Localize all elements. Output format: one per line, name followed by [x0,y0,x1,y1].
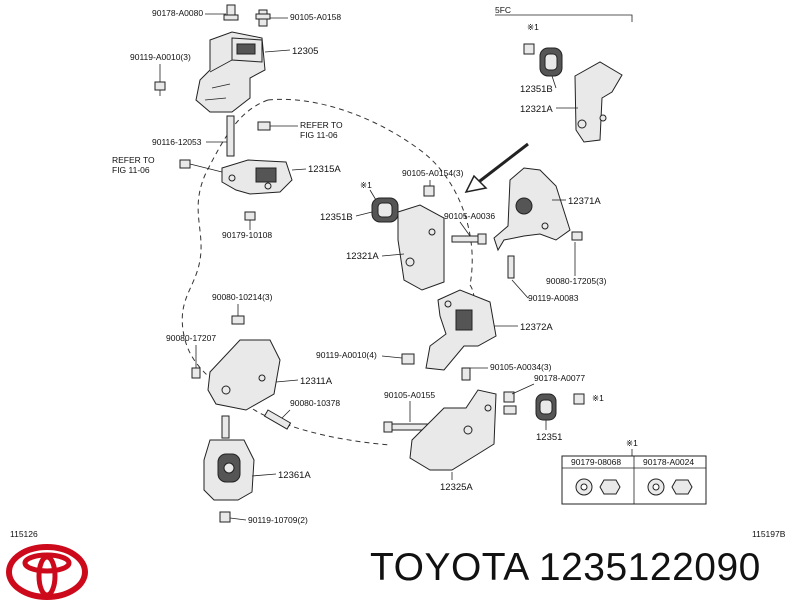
asterisk-marker: ※1 [527,22,539,32]
bolt-icon [503,405,517,415]
part-label: 90105-A0155 [384,390,435,400]
engine-outline [181,98,475,446]
diagram-code-left: 115126 [10,529,38,539]
bracket-12321A [397,204,445,291]
table-marker: ※1 [626,438,638,448]
part-label: 12372A [520,322,553,333]
part-label: 12321A [346,251,379,262]
part-label: 12351B [520,84,553,95]
asterisk-marker: ※1 [592,393,604,403]
mount-12372A [425,289,497,371]
nut-icon [671,479,693,495]
bolt-icon [179,159,223,173]
bolt-icon [154,81,166,96]
part-label: 90178-A0080 [152,8,203,18]
part-label: 90080-10214(3) [212,292,273,302]
engine-mount-12305 [195,31,266,113]
part-label: 90105-A0158 [290,12,341,22]
bolt-icon [226,115,235,157]
part-label: 12371A [568,196,601,207]
bolt-icon [571,231,583,241]
part-label: 12311A [300,376,333,387]
part-label: 90119-10709(2) [248,515,308,525]
nut-icon [599,479,621,495]
part-label: 90116-12053 [152,137,202,147]
bolt-icon [461,367,471,381]
bushing-12351B [371,197,399,223]
part-label: 90105-A0154(3) [402,168,464,178]
part-label: 90080-10378 [290,398,340,408]
brand-part-number: TOYOTA 1235122090 [370,546,761,589]
part-label: 12361A [278,470,311,481]
bracket-12315A [221,159,293,195]
mount-12361A [203,439,255,501]
mount-12371A [493,167,571,252]
part-label: 12305 [292,46,318,57]
part-label: 90105-A0034(3) [490,362,552,372]
bolt-icon [221,415,230,439]
bracket-12311A [207,339,281,411]
bolt-icon [257,121,298,131]
part-label: REFER TO [300,120,343,130]
asterisk-marker: ※1 [360,180,372,190]
part-label: 12351 [536,432,562,443]
part-label: 12315A [308,164,341,175]
bolt-icon [423,185,435,197]
nut-icon [503,391,515,403]
washer-icon [647,478,665,496]
part-label: FIG 11-06 [112,165,150,175]
bushing-12351 [535,393,557,421]
part-label: 90105-A0036 [444,211,495,221]
arrow-icon [464,142,529,194]
bolt-icon [573,393,585,405]
part-label: 12321A [520,104,553,115]
variant-bracket [495,14,633,22]
nut-icon [401,353,415,365]
bolt-icon [255,9,271,27]
part-label: 12351B [320,212,353,223]
toyota-logo-icon [6,544,88,600]
bolt-icon [263,409,292,430]
bolt-icon [219,511,231,523]
bracket-12325A [409,389,497,471]
part-label: 90119-A0010(3) [130,52,191,62]
bolt-icon [191,367,201,379]
part-label: 90119-A0083 [528,293,579,303]
part-label: 90179-10108 [222,230,272,240]
bolt-icon [507,255,515,279]
bushing-12351B [539,47,563,77]
bracket-12321A [574,61,623,143]
bolt-icon [451,233,487,245]
part-label: FIG 11-06 [300,130,338,140]
bolt-icon [223,4,239,21]
nut-icon [244,211,256,221]
diagram-code-right: 115197B [752,529,786,539]
part-label: REFER TO [112,155,155,165]
part-label: 90119-A0010(4) [316,350,377,360]
table-header-2: 90178-A0024 [643,457,694,467]
bolt-icon [231,315,245,325]
part-label: 90080-17207 [166,333,216,343]
variant-label: 5FC [495,5,511,15]
bolt-icon [523,43,535,55]
part-label: 90178-A0077 [534,373,585,383]
part-label: 12325A [440,482,473,493]
table-header-1: 90179-08068 [571,457,621,467]
washer-icon [575,478,593,496]
part-label: 90080-17205(3) [546,276,607,286]
fastener-table: 90179-08068 90178-A0024 [561,455,707,505]
